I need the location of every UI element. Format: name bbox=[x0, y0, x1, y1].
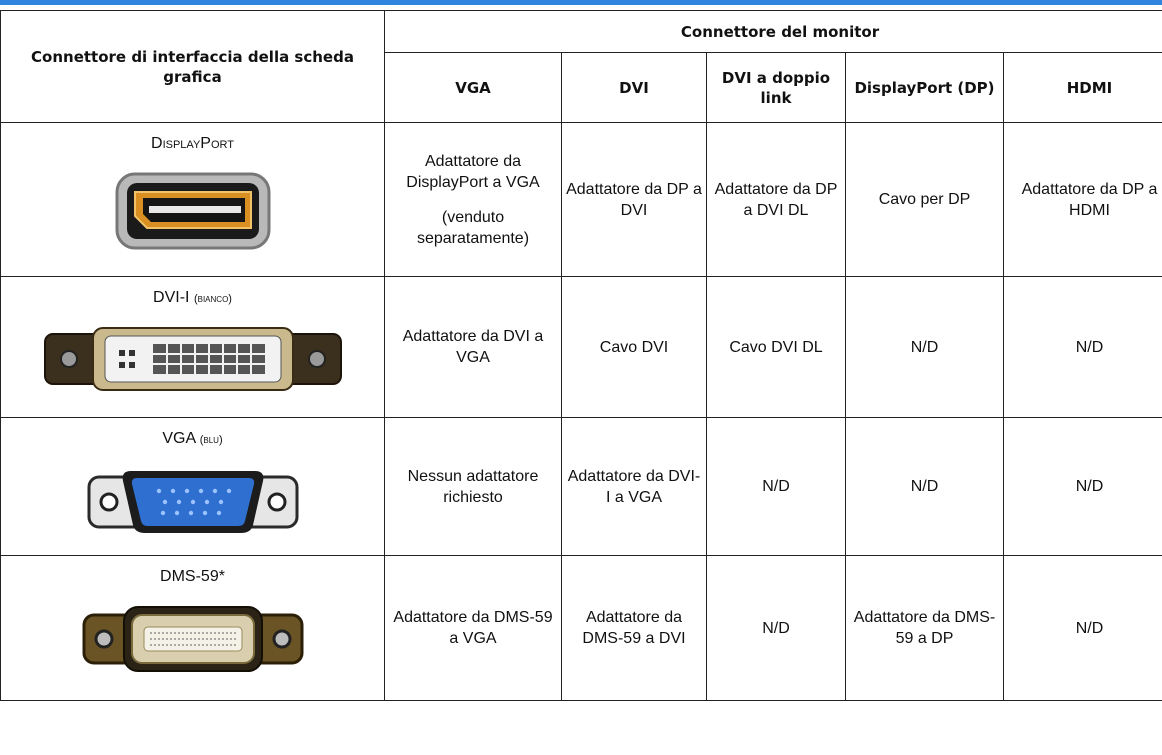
cell-dms-vga: Adattatore da DMS-59 a VGA bbox=[384, 555, 562, 701]
connector-label: VGA (blu) bbox=[162, 430, 223, 447]
cell-vga-dp: N/D bbox=[845, 417, 1004, 556]
header-col-dvi: DVI bbox=[561, 52, 707, 123]
header-col-hdmi: HDMI bbox=[1003, 52, 1162, 123]
cell-dms-dvi: Adattatore da DMS-59 a DVI bbox=[561, 555, 707, 701]
vga-connector-icon bbox=[87, 471, 298, 533]
cell-vga-vga: Nessun adattatore richiesto bbox=[384, 417, 562, 556]
cell-dp-vga: Adattatore da DisplayPort a VGA (venduto… bbox=[384, 122, 562, 277]
connector-cell-displayport: DisplayPort bbox=[0, 122, 385, 277]
cell-dp-hdmi: Adattatore da DP a HDMI bbox=[1003, 122, 1162, 277]
connector-label: DVI-I (bianco) bbox=[153, 289, 232, 306]
cell-dms-dp: Adattatore da DMS-59 a DP bbox=[845, 555, 1004, 701]
cell-dms-hdmi: N/D bbox=[1003, 555, 1162, 701]
top-accent-bar bbox=[0, 0, 1162, 5]
cell-dvi-vga: Adattatore da DVI a VGA bbox=[384, 276, 562, 418]
table-row: DisplayPort Adattatore da DisplayPort a … bbox=[0, 122, 1162, 277]
cell-vga-dvi: Adattatore da DVI-I a VGA bbox=[561, 417, 707, 556]
header-col-dvi-dual-link: DVI a doppio link bbox=[706, 52, 846, 123]
cell-dvi-dvi: Cavo DVI bbox=[561, 276, 707, 418]
header-col-displayport: DisplayPort (DP) bbox=[845, 52, 1004, 123]
connector-label: DMS-59* bbox=[160, 568, 225, 585]
connector-compatibility-table: Connettore di interfaccia della scheda g… bbox=[0, 10, 1162, 701]
cell-dms-dvi-dl: N/D bbox=[706, 555, 846, 701]
cell-vga-hdmi: N/D bbox=[1003, 417, 1162, 556]
header-graphics-card-connector: Connettore di interfaccia della scheda g… bbox=[0, 10, 385, 123]
dvi-i-connector-icon bbox=[43, 327, 342, 391]
table-row: VGA (blu) Nessun adattatore richiesto Ad… bbox=[0, 417, 1162, 556]
table-row: DVI-I (bianco) bbox=[0, 276, 1162, 418]
dms-59-connector-icon bbox=[82, 606, 303, 672]
connector-cell-dvi-i: DVI-I (bianco) bbox=[0, 276, 385, 418]
table-row: DMS-59* Adattatore da DMS-59 a VGA Adatt… bbox=[0, 555, 1162, 701]
cell-vga-dvi-dl: N/D bbox=[706, 417, 846, 556]
cell-dp-dp: Cavo per DP bbox=[845, 122, 1004, 277]
displayport-connector-icon bbox=[115, 172, 270, 250]
cell-dp-dvi-dl: Adattatore da DP a DVI DL bbox=[706, 122, 846, 277]
connector-cell-vga: VGA (blu) bbox=[0, 417, 385, 556]
cell-dvi-dp: N/D bbox=[845, 276, 1004, 418]
header-col-vga: VGA bbox=[384, 52, 562, 123]
connector-cell-dms-59: DMS-59* bbox=[0, 555, 385, 701]
header-monitor-connector-group: Connettore del monitor bbox=[384, 10, 1162, 53]
cell-dvi-hdmi: N/D bbox=[1003, 276, 1162, 418]
cell-dp-dvi: Adattatore da DP a DVI bbox=[561, 122, 707, 277]
cell-dvi-dvi-dl: Cavo DVI DL bbox=[706, 276, 846, 418]
connector-label: DisplayPort bbox=[151, 135, 234, 152]
